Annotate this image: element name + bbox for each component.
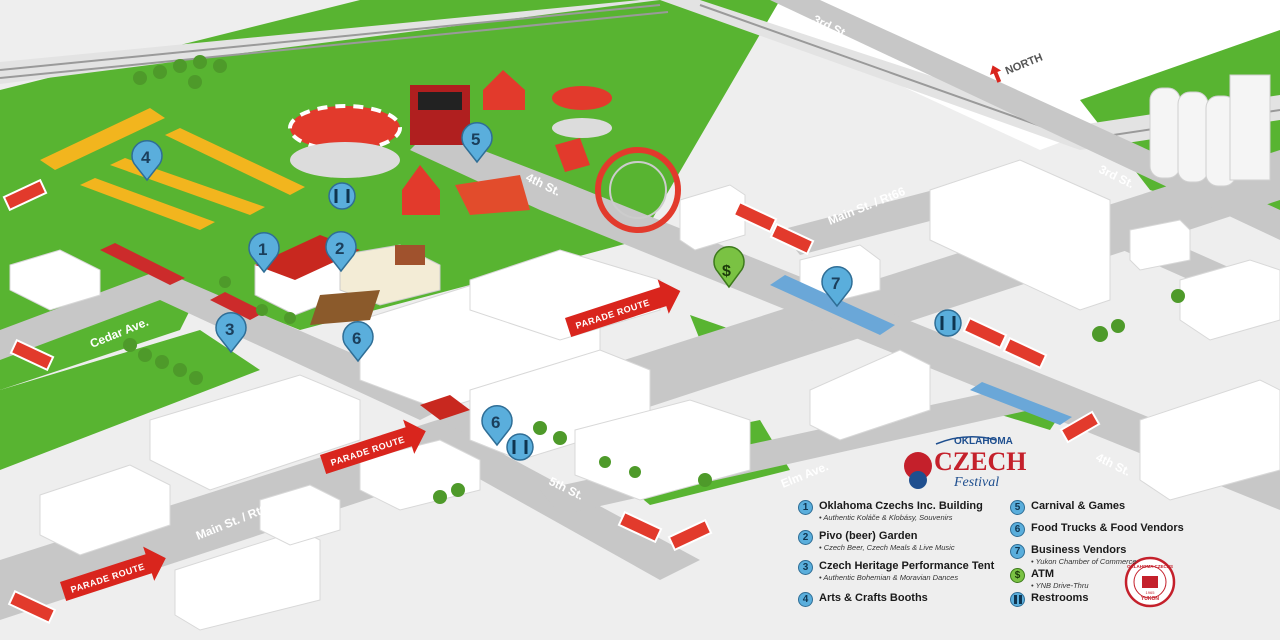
legend-badge: 1 [798,500,813,515]
map-pin-2: 2 [325,231,357,273]
legend-subtitle: • Authentic Bohemian & Moravian Dances [819,573,959,582]
svg-text:7: 7 [831,274,840,293]
legend-title: Czech Heritage Performance Tent [819,560,995,572]
svg-text:1: 1 [258,240,267,259]
map-pin-6-south: 6 [481,405,513,447]
map-pin-6-north: 6 [342,321,374,363]
map-pin-7: 7 [821,266,853,308]
svg-text:3: 3 [225,320,234,339]
map-legend: 1 Oklahoma Czechs Inc. Building • Authen… [796,496,1196,626]
seal-graphic: OKLAHOMA CZECHS YUKON 1965 [1124,556,1176,608]
festival-logo: OKLAHOMA CZECH Festival [896,430,1026,500]
svg-text:1965: 1965 [1146,590,1156,595]
legend-item-restrooms: Restrooms [1010,592,1088,607]
legend-item-atm: $ ATM • YNB Drive-Thru [1010,568,1089,591]
legend-title: Restrooms [1031,592,1089,604]
legend-subtitle: • YNB Drive-Thru [1031,581,1089,590]
legend-item-5: 5 Carnival & Games [1010,500,1125,515]
svg-text:6: 6 [352,329,361,348]
legend-badge: 5 [1010,500,1025,515]
grain-silos [1149,74,1271,187]
legend-item-7: 7 Business Vendors • Yukon Chamber of Co… [1010,544,1137,567]
legend-badge: 7 [1010,544,1025,559]
legend-title: Arts & Crafts Booths [819,592,928,604]
atm-icon: $ [1010,568,1025,583]
map-pin-3: 3 [215,312,247,354]
carnival-rides [288,70,681,233]
svg-text:4: 4 [141,148,151,167]
legend-item-3: 3 Czech Heritage Performance Tent • Auth… [798,560,994,583]
dollar-icon: $ [722,263,731,280]
legend-subtitle: • Authentic Koláče & Klobásy, Souvenirs [819,513,953,522]
business-vendor-tents [770,275,1072,425]
map-pin-1: 1 [248,232,280,274]
trees [123,55,1185,504]
map-pin-4: 4 [131,140,163,182]
legend-item-1: 1 Oklahoma Czechs Inc. Building • Authen… [798,500,983,523]
folk-flower-icon [904,452,932,480]
legend-title: Oklahoma Czechs Inc. Building [819,500,983,512]
svg-text:OKLAHOMA CZECHS: OKLAHOMA CZECHS [1127,564,1173,569]
street-barricades [2,178,1101,624]
festival-logo-graphic: OKLAHOMA CZECH Festival [904,436,1026,490]
oklahoma-czechs-seal: OKLAHOMA CZECHS YUKON 1965 [1124,556,1176,608]
legend-title: ATM [1031,568,1055,580]
legend-item-6: 6 Food Trucks & Food Vendors [1010,522,1184,537]
seal-building-icon [1142,576,1158,588]
legend-badge: 2 [798,530,813,545]
svg-text:5: 5 [471,130,480,149]
legend-title: Pivo (beer) Garden [819,530,918,542]
legend-subtitle: • Yukon Chamber of Commerce [1031,557,1137,566]
map-pin-5: 5 [461,122,493,164]
buildings [9,74,1280,631]
legend-badge: 6 [1010,522,1025,537]
legend-title: Food Trucks & Food Vendors [1031,522,1184,534]
legend-badge: 4 [798,592,813,607]
legend-subtitle: • Czech Beer, Czech Meals & Live Music [819,543,955,552]
legend-item-4: 4 Arts & Crafts Booths [798,592,928,607]
grass-field-southwest [0,330,260,470]
logo-top-text: OKLAHOMA [954,436,1013,447]
svg-text:YUKON: YUKON [1141,596,1159,602]
food-stand-roof [420,395,470,420]
svg-text:2: 2 [335,239,344,258]
red-tents [100,243,265,320]
pivo-garden [310,244,441,325]
atm-pin: $ [713,246,745,289]
legend-badge: 3 [798,560,813,575]
legend-item-2: 2 Pivo (beer) Garden • Czech Beer, Czech… [798,530,955,553]
north-arrow-icon [990,65,1002,83]
restroom-marker-icon [328,182,962,461]
legend-title: Carnival & Games [1031,500,1126,512]
logo-bottom-text: Festival [953,475,999,490]
legend-title: Business Vendors [1031,544,1127,556]
svg-text:6: 6 [491,413,500,432]
logo-middle-text: CZECH [934,447,1026,476]
restroom-icon [1010,592,1025,607]
